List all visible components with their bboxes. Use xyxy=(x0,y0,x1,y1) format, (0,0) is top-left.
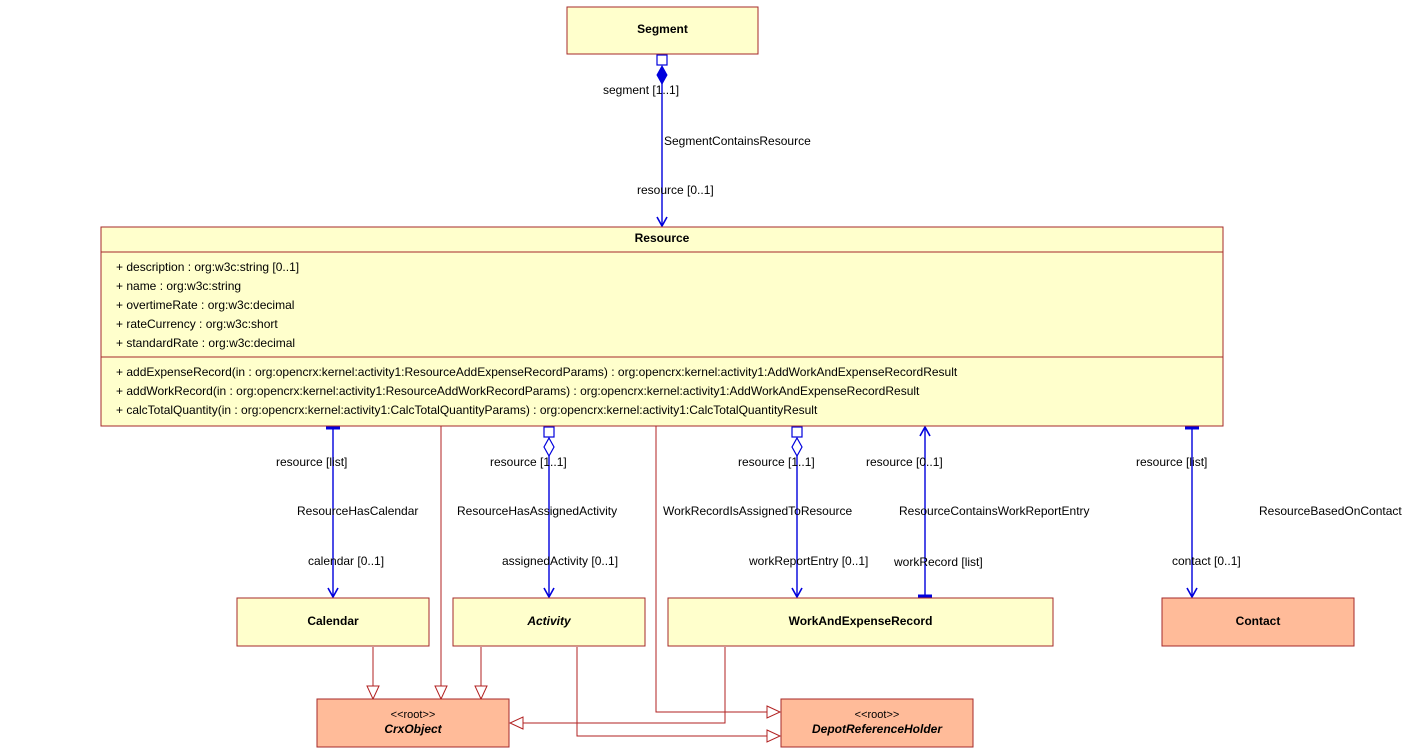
attribute: + description : org:w3c:string [0..1] xyxy=(116,260,299,274)
class-stereotype: <<root>> xyxy=(391,709,436,721)
workandexpenserecord-generalization-crxobject xyxy=(508,647,726,730)
class-work-and-expense-record[interactable]: WorkAndExpenseRecord xyxy=(667,597,1054,647)
role-label: contact [0..1] xyxy=(1172,554,1241,568)
aggregation-diamond-icon xyxy=(543,436,555,458)
attribute: + name : org:w3c:string xyxy=(116,279,241,293)
association-labels: segment [1..1] SegmentContainsResource r… xyxy=(276,83,1402,569)
attribute: + overtimeRate : org:w3c:decimal xyxy=(116,298,294,312)
role-label: assignedActivity [0..1] xyxy=(502,554,618,568)
role-label: workReportEntry [0..1] xyxy=(748,554,868,568)
attribute: + standardRate : org:w3c:decimal xyxy=(116,336,295,350)
role-label: segment [1..1] xyxy=(603,83,679,97)
class-name: Segment xyxy=(637,22,688,36)
generalizations xyxy=(366,426,782,743)
associations xyxy=(326,54,1199,599)
composition-diamond-icon xyxy=(656,64,668,86)
operation: + addExpenseRecord(in : org:opencrx:kern… xyxy=(116,365,958,379)
role-label: resource [1..1] xyxy=(738,455,815,469)
qualifier-square-icon xyxy=(543,426,555,438)
association-name: ResourceBasedOnContact xyxy=(1259,504,1402,518)
attribute-list: + description : org:w3c:string [0..1] + … xyxy=(116,260,299,350)
attribute: + rateCurrency : org:w3c:short xyxy=(116,317,278,331)
class-crx-object[interactable]: <<root>> CrxObject xyxy=(316,698,510,748)
class-name: Contact xyxy=(1236,614,1281,628)
class-activity[interactable]: Activity xyxy=(452,597,646,647)
operation-list: + addExpenseRecord(in : org:opencrx:kern… xyxy=(116,365,958,417)
class-name: Calendar xyxy=(307,614,359,628)
operation: + calcTotalQuantity(in : org:opencrx:ker… xyxy=(116,403,818,417)
class-name: CrxObject xyxy=(384,722,442,736)
class-calendar[interactable]: Calendar xyxy=(236,597,430,647)
class-name: Resource xyxy=(635,231,690,245)
role-label: workRecord [list] xyxy=(893,555,983,569)
role-label: resource [list] xyxy=(276,455,347,469)
role-label: resource [1..1] xyxy=(490,455,567,469)
role-label: resource [list] xyxy=(1136,455,1207,469)
role-label: resource [0..1] xyxy=(637,183,714,197)
association-name: ResourceContainsWorkReportEntry xyxy=(899,504,1090,518)
class-contact[interactable]: Contact xyxy=(1161,597,1355,647)
qualifier-square-icon xyxy=(656,54,668,66)
class-name: DepotReferenceHolder xyxy=(812,722,943,736)
role-label: resource [0..1] xyxy=(866,455,943,469)
association-name: ResourceHasAssignedActivity xyxy=(457,504,617,518)
class-stereotype: <<root>> xyxy=(855,709,900,721)
class-segment[interactable]: Segment xyxy=(566,6,759,55)
resource-generalization-depotreferenceholder xyxy=(655,426,782,719)
class-resource[interactable]: Resource + description : org:w3c:string … xyxy=(100,226,1224,427)
association-name: WorkRecordIsAssignedToResource xyxy=(663,504,853,518)
aggregation-diamond-icon xyxy=(791,436,803,458)
operation: + addWorkRecord(in : org:opencrx:kernel:… xyxy=(116,384,920,398)
class-name: WorkAndExpenseRecord xyxy=(789,614,933,628)
qualifier-square-icon xyxy=(791,426,803,438)
association-name: SegmentContainsResource xyxy=(664,134,811,148)
class-depot-reference-holder[interactable]: <<root>> DepotReferenceHolder xyxy=(780,698,974,748)
class-name: Activity xyxy=(526,614,572,628)
association-name: ResourceHasCalendar xyxy=(297,504,418,518)
activity-generalization-depotreferenceholder xyxy=(576,647,782,743)
role-label: calendar [0..1] xyxy=(308,554,384,568)
